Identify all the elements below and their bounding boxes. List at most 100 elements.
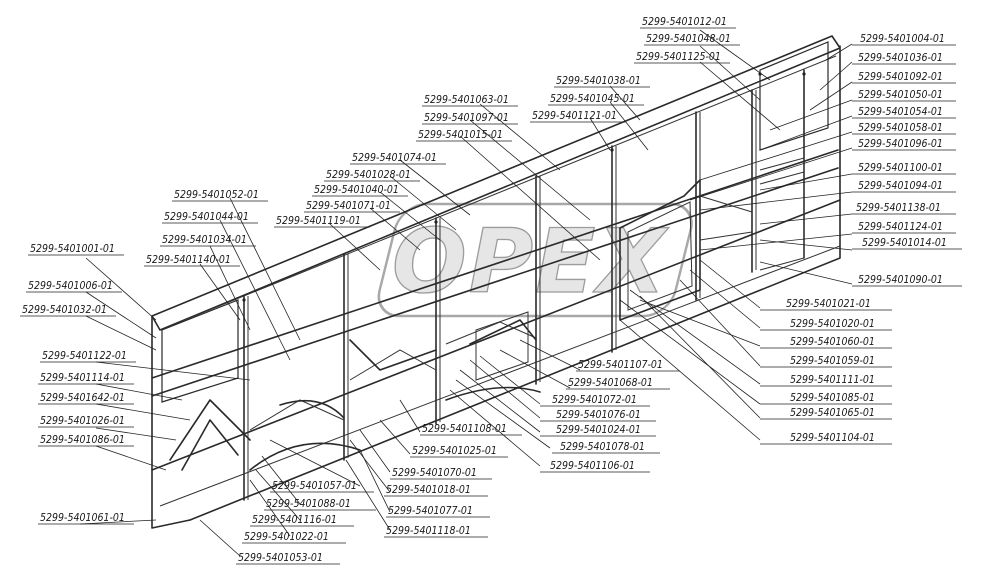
part-label: 5299-5401014-01 bbox=[862, 237, 947, 249]
label-5299-5401053-01: 5299-5401053-01 bbox=[236, 552, 340, 565]
label-5299-5401138-01: 5299-5401138-01 bbox=[852, 202, 956, 215]
label-5299-5401086-01: 5299-5401086-01 bbox=[38, 434, 134, 447]
label-5299-5401106-01: 5299-5401106-01 bbox=[540, 460, 650, 473]
label-5299-5401078-01: 5299-5401078-01 bbox=[552, 441, 660, 454]
label-5299-5401050-01: 5299-5401050-01 bbox=[852, 89, 956, 102]
label-5299-5401038-01: 5299-5401038-01 bbox=[554, 75, 650, 88]
label-5299-5401118-01: 5299-5401118-01 bbox=[384, 525, 488, 538]
part-label: 5299-5401018-01 bbox=[386, 484, 471, 496]
part-label: 5299-5401050-01 bbox=[858, 89, 943, 101]
label-5299-5401124-01: 5299-5401124-01 bbox=[852, 221, 956, 234]
part-label: 5299-5401077-01 bbox=[388, 505, 473, 517]
body-frame-drawing bbox=[151, 35, 841, 529]
label-5299-5401036-01: 5299-5401036-01 bbox=[852, 52, 956, 65]
label-5299-5401059-01: 5299-5401059-01 bbox=[760, 355, 892, 368]
part-label: 5299-5401078-01 bbox=[560, 441, 645, 453]
label-5299-5401096-01: 5299-5401096-01 bbox=[852, 138, 956, 151]
label-5299-5401074-01: 5299-5401074-01 bbox=[350, 152, 446, 165]
label-5299-5401021-01: 5299-5401021-01 bbox=[760, 298, 892, 311]
part-label: 5299-5401071-01 bbox=[306, 200, 391, 212]
part-label: 5299-5401048-01 bbox=[646, 33, 731, 45]
part-label: 5299-5401015-01 bbox=[418, 129, 503, 141]
part-label: 5299-5401022-01 bbox=[244, 531, 329, 543]
part-label: 5299-5401006-01 bbox=[28, 280, 113, 292]
part-label: 5299-5401024-01 bbox=[556, 424, 641, 436]
part-label: 5299-5401124-01 bbox=[858, 221, 943, 233]
part-label: 5299-5401642-01 bbox=[40, 392, 125, 404]
part-labels: 5299-5401012-01 5299-5401048-01 5299-540… bbox=[20, 16, 962, 565]
part-label: 5299-5401058-01 bbox=[858, 122, 943, 134]
label-5299-5401070-01: 5299-5401070-01 bbox=[390, 467, 492, 480]
label-5299-5401045-01: 5299-5401045-01 bbox=[548, 93, 644, 106]
label-5299-5401125-01: 5299-5401125-01 bbox=[634, 51, 730, 64]
part-label: 5299-5401138-01 bbox=[856, 202, 941, 214]
part-label: 5299-5401140-01 bbox=[146, 254, 231, 266]
part-label: 5299-5401094-01 bbox=[858, 180, 943, 192]
label-5299-5401100-01: 5299-5401100-01 bbox=[852, 162, 956, 175]
part-label: 5299-5401036-01 bbox=[858, 52, 943, 64]
label-5299-5401058-01: 5299-5401058-01 bbox=[852, 122, 956, 135]
label-5299-5401022-01: 5299-5401022-01 bbox=[242, 531, 346, 544]
label-5299-5401020-01: 5299-5401020-01 bbox=[760, 318, 892, 331]
label-5299-5401032-01: 5299-5401032-01 bbox=[20, 304, 116, 317]
label-5299-5401028-01: 5299-5401028-01 bbox=[324, 169, 420, 182]
label-5299-5401024-01: 5299-5401024-01 bbox=[540, 424, 656, 437]
part-label: 5299-5401040-01 bbox=[314, 184, 399, 196]
label-5299-5401094-01: 5299-5401094-01 bbox=[852, 180, 956, 193]
part-label: 5299-5401086-01 bbox=[40, 434, 125, 446]
label-5299-5401006-01: 5299-5401006-01 bbox=[26, 280, 122, 293]
label-5299-5401034-01: 5299-5401034-01 bbox=[160, 234, 256, 247]
label-5299-5401012-01: 5299-5401012-01 bbox=[640, 16, 736, 29]
part-label: 5299-5401100-01 bbox=[858, 162, 943, 174]
label-5299-5401642-01: 5299-5401642-01 bbox=[38, 392, 134, 405]
part-label: 5299-5401004-01 bbox=[860, 33, 945, 45]
part-label: 5299-5401106-01 bbox=[550, 460, 635, 472]
label-5299-5401068-01: 5299-5401068-01 bbox=[566, 377, 670, 390]
label-5299-5401072-01: 5299-5401072-01 bbox=[540, 394, 650, 407]
part-label: 5299-5401044-01 bbox=[164, 211, 249, 223]
part-label: 5299-5401074-01 bbox=[352, 152, 437, 164]
part-label: 5299-5401025-01 bbox=[412, 445, 497, 457]
part-label: 5299-5401026-01 bbox=[40, 415, 125, 427]
part-label: 5299-5401107-01 bbox=[578, 359, 663, 371]
label-5299-5401026-01: 5299-5401026-01 bbox=[38, 415, 134, 428]
label-5299-5401071-01: 5299-5401071-01 bbox=[304, 200, 400, 213]
label-5299-5401088-01: 5299-5401088-01 bbox=[264, 498, 376, 511]
label-5299-5401018-01: 5299-5401018-01 bbox=[384, 484, 488, 497]
label-5299-5401060-01: 5299-5401060-01 bbox=[760, 336, 892, 349]
part-label: 5299-5401088-01 bbox=[266, 498, 351, 510]
part-label: 5299-5401052-01 bbox=[174, 189, 259, 201]
label-5299-5401004-01: 5299-5401004-01 bbox=[852, 33, 956, 46]
label-5299-5401121-01: 5299-5401121-01 bbox=[530, 110, 626, 123]
part-label: 5299-5401020-01 bbox=[790, 318, 875, 330]
part-label: 5299-5401119-01 bbox=[276, 215, 361, 227]
label-5299-5401090-01: 5299-5401090-01 bbox=[852, 274, 962, 287]
label-5299-5401108-01: 5299-5401108-01 bbox=[420, 423, 522, 436]
label-5299-5401097-01: 5299-5401097-01 bbox=[422, 112, 518, 125]
label-5299-5401077-01: 5299-5401077-01 bbox=[386, 505, 490, 518]
part-label: 5299-5401068-01 bbox=[568, 377, 653, 389]
part-label: 5299-5401045-01 bbox=[550, 93, 635, 105]
part-label: 5299-5401028-01 bbox=[326, 169, 411, 181]
part-label: 5299-5401085-01 bbox=[790, 392, 875, 404]
part-label: 5299-5401090-01 bbox=[858, 274, 943, 286]
part-label: 5299-5401012-01 bbox=[642, 16, 727, 28]
part-label: 5299-5401061-01 bbox=[40, 512, 125, 524]
part-label: 5299-5401121-01 bbox=[532, 110, 617, 122]
part-label: 5299-5401053-01 bbox=[238, 552, 323, 564]
label-5299-5401092-01: 5299-5401092-01 bbox=[852, 71, 956, 84]
part-label: 5299-5401114-01 bbox=[40, 372, 125, 384]
part-label: 5299-5401038-01 bbox=[556, 75, 641, 87]
part-label: 5299-5401108-01 bbox=[422, 423, 507, 435]
part-label: 5299-5401072-01 bbox=[552, 394, 637, 406]
label-5299-5401104-01: 5299-5401104-01 bbox=[760, 432, 892, 445]
part-label: 5299-5401097-01 bbox=[424, 112, 509, 124]
label-5299-5401122-01: 5299-5401122-01 bbox=[40, 350, 136, 363]
label-5299-5401085-01: 5299-5401085-01 bbox=[760, 392, 892, 405]
label-5299-5401025-01: 5299-5401025-01 bbox=[410, 445, 508, 458]
label-5299-5401044-01: 5299-5401044-01 bbox=[162, 211, 258, 224]
label-5299-5401061-01: 5299-5401061-01 bbox=[38, 512, 134, 525]
label-5299-5401040-01: 5299-5401040-01 bbox=[312, 184, 408, 197]
part-label: 5299-5401125-01 bbox=[636, 51, 721, 63]
